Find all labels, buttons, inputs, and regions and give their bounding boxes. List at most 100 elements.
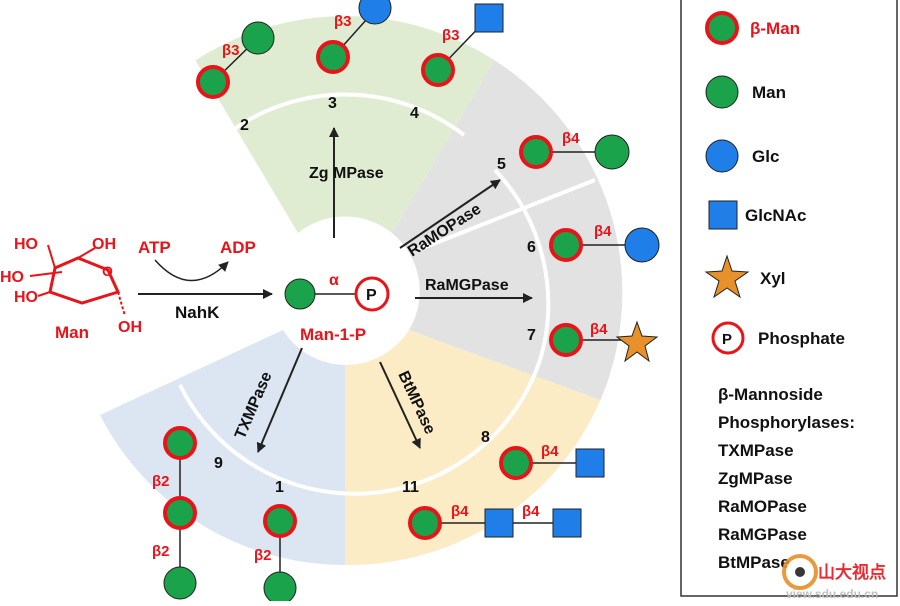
ra-split-line [417, 178, 596, 252]
product-9: β2 β2 9 [152, 426, 223, 600]
phosphate-icon [711, 321, 745, 355]
tx-arrow [256, 347, 303, 453]
man-1-p-label: Man-1-P [300, 325, 366, 344]
legend-beta-man: β-Man [750, 19, 800, 38]
glc-icon [705, 139, 739, 173]
oh-label-1: OH [92, 236, 116, 253]
legend-enzyme-zg: ZgMPase [718, 469, 793, 488]
bond [77, 247, 96, 259]
beta-man-residue [499, 446, 533, 480]
product-2: β3 2 [196, 21, 275, 134]
ho-label-1: HO [14, 236, 38, 253]
product-number: 9 [214, 455, 223, 472]
man-residue [263, 571, 297, 605]
sector-zg [195, 16, 495, 233]
xyl-icon [704, 254, 750, 299]
legend-xyl: Xyl [760, 269, 786, 288]
beta-man-residue [549, 228, 583, 262]
linkage-label: β3 [334, 13, 352, 30]
linkage-label: β4 [590, 321, 608, 338]
bond [117, 291, 126, 317]
glc-residue [358, 0, 392, 25]
glcnac-icon [708, 200, 738, 230]
bond [47, 244, 56, 269]
legend-man: Man [752, 83, 786, 102]
product-number: 1 [275, 479, 284, 496]
sector-tx [100, 330, 345, 565]
legend-phosphate-letter: P [722, 331, 732, 348]
glcnac-residue [484, 508, 514, 538]
legend: β-Man Man Glc GlcNAc Xyl P Phosphate β-M… [680, 0, 898, 597]
mannose-substrate: HO OH HO HO O OH Man [0, 236, 142, 342]
ramg-label: RaMGPase [425, 277, 509, 294]
alpha-label: α [329, 272, 339, 289]
zg-label: Zg MPase [309, 165, 384, 182]
product-1: β2 1 [254, 479, 297, 605]
bt-arrow [379, 361, 421, 449]
ring-oxygen-label: O [102, 263, 113, 279]
product-5: β4 5 [497, 130, 630, 173]
glcnac-residue [575, 448, 605, 478]
linkage-label: β3 [222, 42, 240, 59]
inner-ring-divider-3 [178, 359, 542, 496]
beta-man-residue [316, 40, 350, 74]
nahk-label: NahK [175, 303, 220, 322]
glcnac-residue [552, 508, 582, 538]
phosphate-symbol [354, 276, 390, 312]
inner-ring-divider-2 [493, 168, 551, 361]
legend-enzyme-bt: BtMPase [718, 553, 790, 572]
beta-man-residue [196, 65, 230, 99]
product-number: 2 [240, 117, 249, 134]
man-residue [284, 278, 316, 310]
beta-man-icon [705, 11, 739, 45]
man-1-p: α P Man-1-P [284, 272, 390, 344]
product-4: β3 4 [410, 3, 504, 122]
product-8: β4 8 [481, 429, 605, 480]
linkage-label-2: β2 [152, 543, 170, 560]
beta-man-residue [163, 496, 197, 530]
glc-residue [624, 227, 660, 263]
legend-enzyme-ramg: RaMGPase [718, 525, 807, 544]
product-number: 3 [328, 95, 337, 112]
man-residue [241, 21, 275, 55]
product-6: β4 6 [527, 223, 660, 263]
legend-list-title-1: β-Mannoside [718, 385, 823, 404]
product-number: 7 [527, 327, 536, 344]
linkage-label: β4 [594, 223, 612, 240]
atp-adp-arrow [154, 259, 229, 282]
man-icon [705, 75, 739, 109]
linkage-label-2: β4 [522, 503, 540, 520]
linkage-label: β4 [541, 443, 559, 460]
linkage-label: β4 [562, 130, 580, 147]
sector-bt [345, 330, 601, 566]
legend-phosphate: Phosphate [758, 329, 845, 348]
nahk-reaction: ATP ADP NahK [138, 238, 273, 322]
watermark-text: 山大视点 [818, 562, 886, 582]
oh-label-2: OH [118, 319, 142, 336]
ho-label-3: HO [14, 289, 38, 306]
glcnac-residue [474, 3, 504, 33]
ho-label-2: HO [0, 269, 24, 286]
legend-glc: Glc [752, 147, 779, 166]
linkage-label: β3 [442, 27, 460, 44]
beta-man-residue [263, 504, 297, 538]
ramo-arrow [399, 179, 501, 249]
beta-man-residue [408, 506, 442, 540]
bond [37, 291, 51, 297]
product-7: β4 7 [527, 320, 659, 363]
product-11: β4 β4 11 [402, 479, 582, 540]
atp-label: ATP [138, 238, 171, 257]
beta-man-residue [519, 135, 553, 169]
linkage-label-1: β4 [451, 503, 469, 520]
product-number: 11 [402, 479, 419, 496]
linkage-label-1: β2 [152, 473, 170, 490]
adp-label: ADP [220, 238, 256, 257]
watermark: 山大视点 view.sdu.edu.cn [782, 554, 886, 601]
watermark-url: view.sdu.edu.cn [786, 587, 878, 601]
substrate-name: Man [55, 323, 89, 342]
linkage-label: β2 [254, 547, 272, 564]
man-residue [594, 134, 630, 170]
inner-ring-divider [224, 92, 466, 137]
legend-enzyme-ramo: RaMOPase [718, 497, 807, 516]
